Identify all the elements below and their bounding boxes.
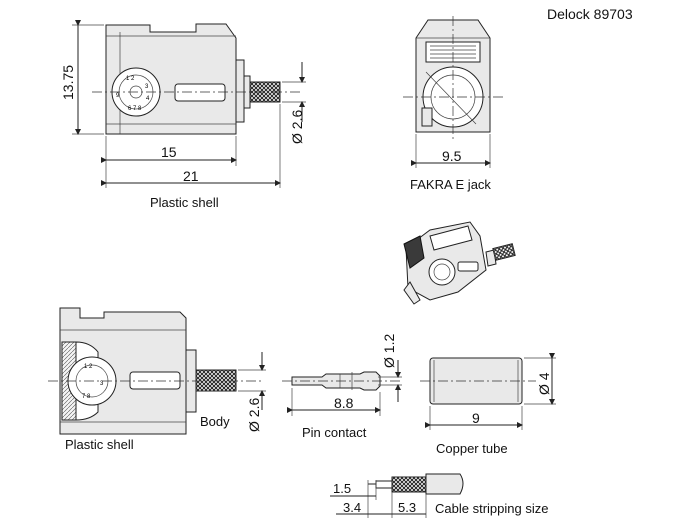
dim-21-label: 21 <box>183 168 199 184</box>
dim-9-5-label: 9.5 <box>442 148 462 164</box>
dim-9-label: 9 <box>472 410 480 426</box>
pin-contact-view <box>282 360 402 416</box>
dim-diameter-bottom-label: Ø 2.6 <box>246 397 262 432</box>
caption-copper-tube: Copper tube <box>436 441 508 456</box>
isometric-view <box>403 221 516 305</box>
model-number: Delock 89703 <box>547 6 633 22</box>
dim-3-4-label: 3.4 <box>343 500 362 515</box>
svg-text:7 8: 7 8 <box>82 394 91 400</box>
svg-text:6 7 8: 6 7 8 <box>128 106 142 112</box>
caption-fakra-e-jack: FAKRA E jack <box>410 177 491 192</box>
svg-text:4: 4 <box>146 96 150 102</box>
svg-text:9: 9 <box>116 93 120 99</box>
cable-stripping-view <box>330 473 464 518</box>
dim-5-3-label: 5.3 <box>398 500 417 515</box>
dim-1-2-label: Ø 1.2 <box>381 333 397 368</box>
caption-plastic-shell-top: Plastic shell <box>150 195 219 210</box>
caption-pin-contact: Pin contact <box>302 425 367 440</box>
svg-text:3: 3 <box>145 84 149 90</box>
svg-text:1 2: 1 2 <box>126 76 135 82</box>
caption-plastic-shell-bottom: Plastic shell <box>65 437 134 452</box>
caption-cable-stripping: Cable stripping size <box>435 501 549 516</box>
top-left-view: 1 2 3 4 6 7 8 9 <box>72 20 306 188</box>
label-body: Body <box>200 414 230 429</box>
copper-tube-view <box>420 353 556 430</box>
dim-height-label: 13.75 <box>60 64 76 100</box>
dim-4-label: Ø 4 <box>536 372 552 395</box>
top-right-view <box>403 16 505 168</box>
dim-1-5-label: 1.5 <box>333 481 352 496</box>
svg-text:3: 3 <box>100 381 104 387</box>
bottom-left-view: 1 2 3 7 8 <box>48 307 266 435</box>
dim-15-label: 15 <box>161 144 177 160</box>
svg-text:1 2: 1 2 <box>84 364 93 370</box>
dim-8-8-label: 8.8 <box>334 395 354 411</box>
dim-diameter-top-label: Ø 2.6 <box>289 109 305 144</box>
